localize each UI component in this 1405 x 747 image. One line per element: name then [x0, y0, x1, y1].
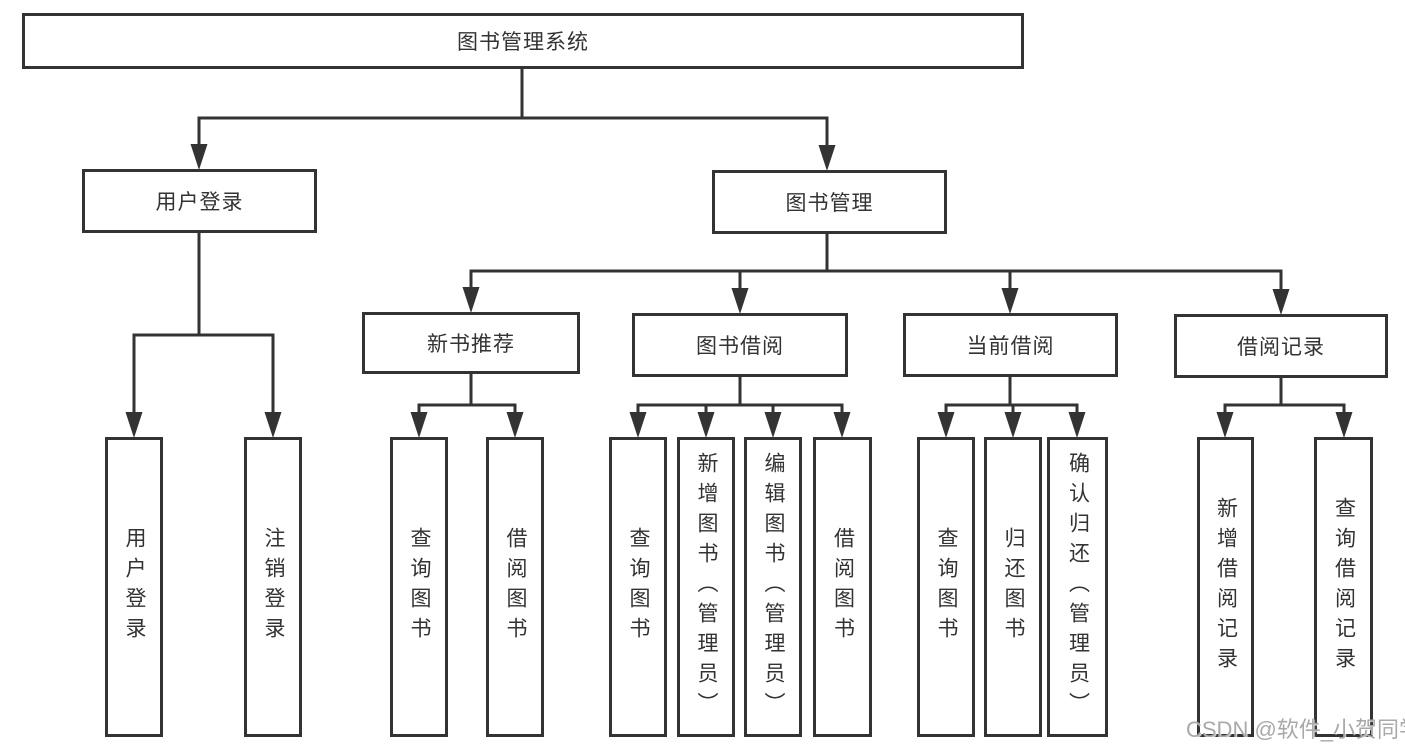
node-user-login: 用户登录	[82, 169, 317, 233]
node-label: 确认归还（管理员）	[1066, 452, 1090, 722]
node-label: 图书借阅	[696, 335, 784, 358]
node-label: 借阅图书	[504, 527, 527, 647]
node-label: 图书管理	[785, 192, 874, 215]
node-new-book-recommend: 新书推荐	[362, 312, 580, 374]
leaf-edit-books-admin: 编辑图书（管理员）	[744, 437, 802, 737]
leaf-logout: 注销登录	[244, 437, 302, 737]
leaf-query-books-borrowing: 查询图书	[609, 437, 667, 737]
node-borrowing-records: 借阅记录	[1174, 314, 1388, 378]
node-label: 当前借阅	[966, 335, 1055, 358]
node-current-borrowing: 当前借阅	[903, 313, 1118, 377]
node-label: 注销登录	[262, 527, 285, 647]
leaf-confirm-return-admin: 确认归还（管理员）	[1047, 437, 1108, 737]
node-library-management-system: 图书管理系统	[22, 13, 1024, 69]
leaf-user-login: 用户登录	[105, 437, 163, 737]
leaf-return-books: 归还图书	[984, 437, 1042, 737]
node-label: 新增借阅记录	[1214, 497, 1238, 677]
leaf-borrow-books-recommend: 借阅图书	[486, 437, 544, 737]
node-book-borrowing: 图书借阅	[632, 313, 848, 377]
leaf-query-books-recommend: 查询图书	[390, 437, 448, 737]
node-label: 用户登录	[123, 527, 146, 647]
node-label: 查询图书	[627, 527, 650, 647]
node-label: 新书推荐	[427, 333, 515, 356]
node-book-management: 图书管理	[712, 170, 947, 234]
leaf-borrow-books: 借阅图书	[813, 437, 872, 737]
node-label: 查询图书	[935, 527, 958, 647]
node-label: 编辑图书（管理员）	[762, 452, 785, 722]
node-label: 用户登录	[155, 191, 244, 214]
leaf-add-borrow-record: 新增借阅记录	[1197, 437, 1254, 737]
csdn-watermark: CSDN @软件_小贺同学	[1186, 717, 1405, 742]
node-label: 新增图书（管理员）	[695, 452, 718, 722]
node-label: 归还图书	[1002, 527, 1025, 647]
leaf-query-books-current: 查询图书	[917, 437, 975, 737]
node-label: 查询图书	[408, 527, 431, 647]
leaf-query-borrow-record: 查询借阅记录	[1314, 437, 1373, 737]
node-label: 借阅记录	[1237, 336, 1325, 359]
leaf-add-books-admin: 新增图书（管理员）	[677, 437, 735, 737]
node-label: 查询借阅记录	[1332, 497, 1356, 677]
node-label: 图书管理系统	[457, 31, 589, 54]
node-label: 借阅图书	[831, 527, 855, 647]
